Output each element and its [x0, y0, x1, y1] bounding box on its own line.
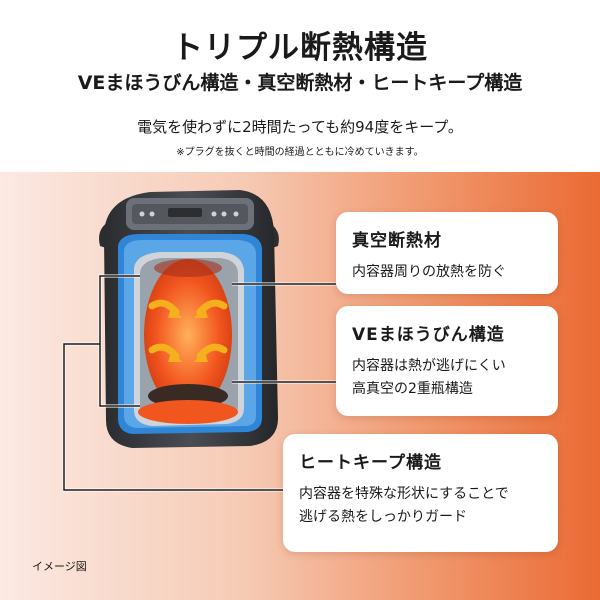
- feature-title: VEまほうびん構造: [352, 325, 505, 345]
- footnote-text: ※プラグを抜くと時間の経過とともに冷めていきます。: [176, 147, 424, 158]
- image-caption: イメージ図: [32, 560, 87, 573]
- page-subtitle: VEまほうびん構造・真空断熱材・ヒートキープ構造: [77, 72, 523, 94]
- feature-text: 内容器は熱が逃げにくい: [352, 358, 506, 374]
- feature-text: 逃げる熱をしっかりガード: [299, 509, 467, 526]
- feature-card-heat-keep: ヒートキープ構造 内容器を特殊な形状にすることで 逃げる熱をしっかりガード: [283, 434, 558, 552]
- feature-panel: 真空断熱材 内容器周りの放熱を防ぐ VEまほうびん構造 内容器は熱が逃げにくい …: [0, 172, 600, 600]
- feature-card-vacuum-insulation: 真空断熱材 内容器周りの放熱を防ぐ: [336, 212, 558, 294]
- feature-title: 真空断熱材: [352, 231, 442, 251]
- page-title: トリプル断熱構造: [172, 30, 428, 66]
- feature-text: 内容器を特殊な形状にすることで: [299, 486, 509, 502]
- feature-title: ヒートキープ構造: [299, 453, 442, 473]
- feature-card-ve-bottle: VEまほうびん構造 内容器は熱が逃げにくい 高真空の2重瓶構造: [336, 306, 558, 416]
- leader-lines-dark: [63, 275, 336, 491]
- thermos-cutaway-illustration: [62, 190, 336, 492]
- description-text: 電気を使わずに2時間たっても約94度をキープ。: [137, 118, 463, 136]
- feature-text: 内容器周りの放熱を防ぐ: [352, 264, 506, 280]
- feature-text: 高真空の2重瓶構造: [352, 381, 473, 398]
- hot-water-core: [144, 259, 232, 411]
